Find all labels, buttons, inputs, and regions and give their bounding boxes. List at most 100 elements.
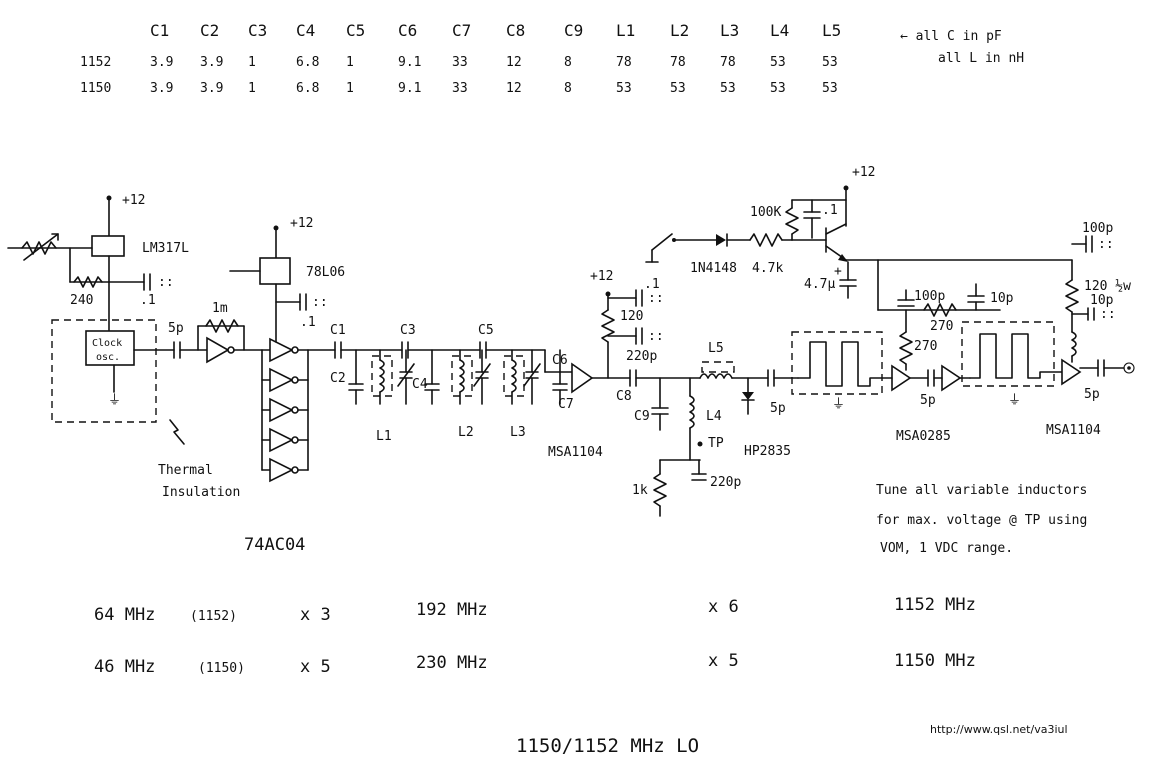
table-cell: 12 [506, 55, 522, 70]
c01c-label: .1 [644, 277, 660, 292]
frequency-plan: 64 MHz (1152) x 3 192 MHz x 6 1152 MHz 4… [94, 595, 976, 677]
c5-label: C5 [478, 323, 494, 338]
c220a-label: 220p [626, 349, 657, 364]
regulator-78l06-label: 78L06 [306, 265, 345, 280]
inverter-gate [261, 337, 309, 363]
source-url: http://www.qsl.net/va3iul [930, 723, 1068, 736]
c10p-label-a: 10p [990, 291, 1014, 306]
svg-text:+: + [834, 264, 842, 279]
table-cell: 3.9 [200, 81, 223, 96]
c5p-label-b: 5p [770, 401, 786, 416]
freqplan-row: 46 MHz (1150) x 5 230 MHz x 5 1150 MHz [94, 651, 976, 677]
l5-label: L5 [708, 341, 724, 356]
tune-note-1: Tune all variable inductors [876, 483, 1087, 498]
table-cell: 8 [564, 55, 572, 70]
l3-label: L3 [510, 425, 526, 440]
msa0285-label: MSA0285 [896, 429, 951, 444]
freqplan-mult2: x 6 [708, 597, 739, 617]
c100p-label-b: 100p [914, 289, 945, 304]
supply-label-c: +12 [590, 269, 613, 284]
table-row-label: 1152 [80, 55, 111, 70]
table-header-l1: L1 [616, 21, 635, 40]
svg-text:::: :: [648, 329, 664, 344]
svg-text:::: :: [1098, 237, 1114, 252]
r240-label: 240 [70, 293, 93, 308]
table-cell: 53 [670, 81, 686, 96]
svg-text:⏚: ⏚ [108, 393, 121, 408]
freqplan-tag: (1152) [190, 609, 237, 624]
table-note-2: all L in nH [938, 51, 1024, 66]
amplifier-stage-1: MSA1104 +12 120 :: .1 :: 220p C8 C9 L4 T… [548, 269, 799, 517]
diagram-title: 1150/1152 MHz LO [516, 735, 699, 757]
msa0285-amp-2 [941, 364, 962, 392]
hp2835-diode [742, 392, 754, 400]
svg-text:⏚: ⏚ [832, 397, 845, 412]
svg-text:::: :: [1100, 307, 1116, 322]
lm317-label: LM317L [142, 241, 189, 256]
table-header-c3: C3 [248, 21, 267, 40]
svg-text:::: :: [648, 291, 664, 306]
interdigital-filter-2 [961, 321, 1055, 387]
supply-label-a: +12 [122, 193, 145, 208]
bandpass-filter-section: C1 C3 C5 C6 C2 C4 C7 L1 L2 L3 [307, 323, 574, 444]
c1-label: C1 [330, 323, 346, 338]
table-header-c9: C9 [564, 21, 583, 40]
table-row-label: 1150 [80, 81, 111, 96]
clock-oscillator-block [85, 330, 135, 366]
table-cell: 6.8 [296, 81, 319, 96]
tp-label: TP [708, 436, 724, 451]
thermal-label-2: Insulation [162, 485, 240, 500]
table-header-c4: C4 [296, 21, 315, 40]
table-cell: 53 [616, 81, 632, 96]
clock-label: Clock [92, 338, 122, 349]
table-cell: 1 [248, 81, 256, 96]
c01b-label: .1 [300, 315, 316, 330]
c7-label: C7 [558, 397, 574, 412]
c01a-label: .1 [140, 293, 156, 308]
table-cell: 53 [770, 81, 786, 96]
table-header-c6: C6 [398, 21, 417, 40]
l4-label: L4 [706, 409, 722, 424]
table-cell: 53 [822, 81, 838, 96]
table-cell: 3.9 [150, 81, 173, 96]
hp2835-label: HP2835 [744, 444, 791, 459]
interdigital-filter-1 [791, 331, 883, 395]
output-filter-section: ⏚ 5p MSA0285 ⏚ 5p MSA1104 100p 270 [791, 221, 1135, 444]
tune-note-2: for max. voltage @ TP using [876, 513, 1087, 528]
table-header-c2: C2 [200, 21, 219, 40]
c3-label: C3 [400, 323, 416, 338]
table-header-c8: C8 [506, 21, 525, 40]
r270a-label: 270 [914, 339, 937, 354]
msa1104-amp-2 [1061, 358, 1082, 386]
rf-output-connector [1123, 362, 1135, 374]
table-cell: 1 [248, 55, 256, 70]
c2-label: C2 [330, 371, 346, 386]
svg-text:::: :: [312, 295, 328, 310]
freqplan-input: 64 MHz [94, 605, 155, 625]
svg-text:⏚: ⏚ [1008, 393, 1021, 408]
svg-text:::: :: [158, 275, 174, 290]
freqplan-row: 64 MHz (1152) x 3 192 MHz x 6 1152 MHz [94, 595, 976, 625]
regulator-78l06-block [259, 257, 291, 285]
table-cell: 3.9 [200, 55, 223, 70]
c8-label: C8 [616, 389, 632, 404]
table-cell: 53 [720, 81, 736, 96]
table-header-c7: C7 [452, 21, 471, 40]
table-header-c5: C5 [346, 21, 365, 40]
supply-label-b: +12 [290, 216, 313, 231]
r120-label: 120 [620, 309, 643, 324]
table-header-l3: L3 [720, 21, 739, 40]
osc-label: osc. [96, 352, 120, 363]
table-cell: 9.1 [398, 81, 421, 96]
table-cell: 78 [616, 55, 632, 70]
l1-label: L1 [376, 429, 392, 444]
r120w-label: 120 ½w [1084, 279, 1131, 294]
supply-label-d: +12 [852, 165, 875, 180]
msa1104-label-1: MSA1104 [548, 445, 603, 460]
inverter-1 [206, 336, 230, 364]
inverter-gate [261, 427, 309, 453]
msa0285-amp-1 [891, 364, 912, 392]
freqplan-tag: (1150) [198, 661, 245, 676]
table-cell: 78 [720, 55, 736, 70]
